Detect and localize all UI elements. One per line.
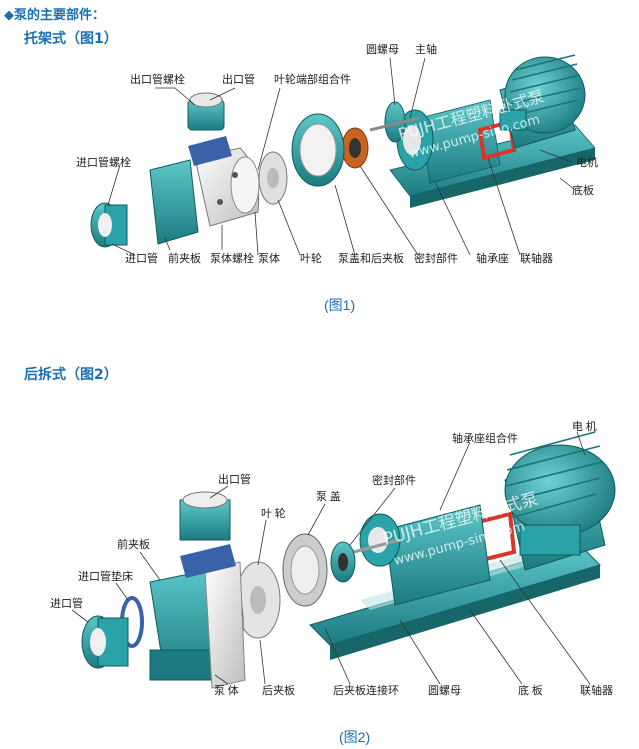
fig2-cover <box>282 533 328 607</box>
fig2-label-impeller: 叶 轮 <box>261 506 286 520</box>
fig1-cover <box>291 113 345 187</box>
fig1-seal <box>341 127 369 169</box>
fig1-label-bearing: 轴承座 <box>476 251 509 265</box>
fig1-label-seal: 密封部件 <box>414 251 458 265</box>
fig2-label-seal: 密封部件 <box>372 473 416 487</box>
fig1-front-plate <box>149 159 199 245</box>
fig2-label-inlet-pipe: 进口管 <box>50 596 83 610</box>
fig2-label-coupling: 联轴器 <box>580 683 613 697</box>
fig2-label-cover: 泵 盖 <box>316 489 341 503</box>
fig2-label-base: 底 板 <box>518 683 543 697</box>
fig2-pump-body <box>149 561 246 689</box>
figure2-caption: (图2) <box>339 729 371 745</box>
fig2-label-outlet-pipe: 出口管 <box>218 472 251 486</box>
fig2-label-rear-ring: 后夹板连接环 <box>333 683 399 697</box>
fig2-seal <box>330 541 356 583</box>
fig2-label-front-plate: 前夹板 <box>117 537 150 551</box>
fig1-label-cover: 泵盖和后夹板 <box>338 251 404 265</box>
fig2-label-rear-plate: 后夹板 <box>262 683 295 697</box>
fig2-label-pump-body: 泵 体 <box>214 683 239 697</box>
fig1-inlet-pipe <box>90 202 128 248</box>
fig1-label-motor: 电机 <box>576 155 598 169</box>
fig1-label-pump-body: 泵体 <box>258 251 280 265</box>
fig1-label-body-bolt: 泵体螺栓 <box>210 251 254 265</box>
fig1-label-round-nut: 圆螺母 <box>366 43 399 56</box>
fig1-label-outlet-bolt: 出口管螺栓 <box>130 72 185 86</box>
figure2: PUJH工程塑料卧式泵 www.pump-sino.com 电 机 轴承座组合件… <box>50 419 616 697</box>
fig1-pump-body <box>194 147 260 227</box>
fig2-motor <box>504 431 616 571</box>
fig1-label-front-plate: 前夹板 <box>168 251 201 265</box>
fig2-label-inlet-gasket: 进口管垫床 <box>78 569 133 583</box>
fig2-label-round-nut: 圆螺母 <box>428 684 461 697</box>
fig1-label-impeller: 叶轮 <box>300 251 322 265</box>
fig1-label-impeller-end: 叶轮端部组合件 <box>274 72 351 86</box>
fig1-motor <box>499 54 586 149</box>
fig1-label-outlet-pipe: 出口管 <box>222 72 255 86</box>
fig1-label-inlet-pipe: 进口管 <box>125 251 158 265</box>
figure1: PUJH工程塑料卧式泵 www.pump-sino.com 出口管螺栓 出口管 … <box>76 42 598 265</box>
fig1-label-inlet-bolt: 进口管螺栓 <box>76 155 131 169</box>
section1-title: 托架式（图1） <box>24 31 118 47</box>
fig1-impeller <box>258 151 288 205</box>
fig2-outlet-pipe <box>179 491 231 541</box>
fig1-outlet-pipe <box>187 92 225 131</box>
fig1-label-base: 底板 <box>572 183 594 197</box>
fig2-bearing-assembly <box>349 504 491 606</box>
fig1-label-coupling: 联轴器 <box>520 251 553 265</box>
section2-title: 后拆式（图2） <box>24 367 118 383</box>
fig2-label-motor: 电 机 <box>572 419 597 433</box>
fig2-inlet-pipe <box>81 615 129 669</box>
fig2-label-bearing-assembly: 轴承座组合件 <box>452 431 518 445</box>
fig1-bearing-housing <box>396 99 501 184</box>
figure1-caption: (图1) <box>324 297 356 313</box>
fig1-label-main-shaft: 主轴 <box>415 42 437 56</box>
main-heading: ◆泵的主要部件： <box>4 8 105 23</box>
